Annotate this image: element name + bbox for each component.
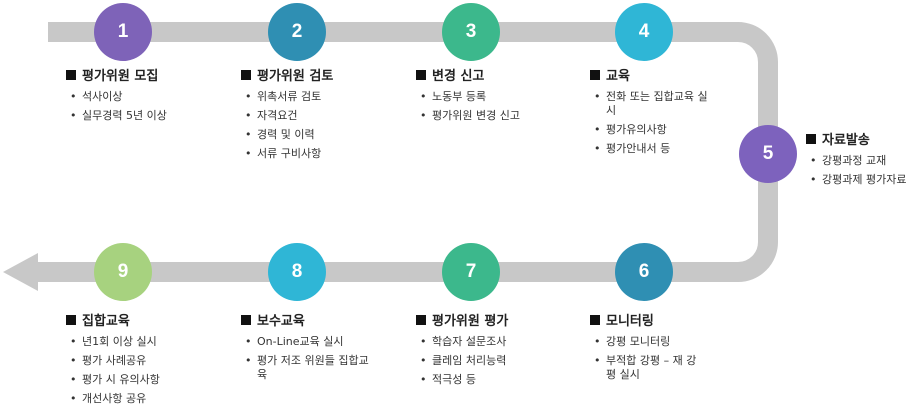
step-3: 3 변경 신고 노동부 등록평가위원 변경 신고 — [416, 0, 588, 150]
step-7-number: 7 — [465, 261, 477, 282]
step-4-list: 전화 또는 집합교육 실시평가유의사항평가안내서 등 — [590, 90, 714, 156]
step-9: 9 집합교육 년1회 이상 실시평가 사례공유평가 시 유의사항개선사항 공유 — [66, 240, 238, 412]
square-bullet-icon — [66, 314, 76, 325]
step-2-title: 평가위원 검토 — [241, 65, 413, 84]
step-6-title: 모니터링 — [590, 310, 762, 329]
step-6-title-text: 모니터링 — [606, 314, 654, 329]
list-item: 평가 저조 위원들 집합교육 — [241, 354, 371, 382]
step-7-title-text: 평가위원 평가 — [432, 314, 509, 329]
step-8-title-text: 보수교육 — [257, 314, 305, 329]
list-item: 년1회 이상 실시 — [66, 335, 196, 349]
step-5: 자료발송 강평과정 교재강평과제 평가자료 — [806, 129, 910, 192]
list-item: 적극성 등 — [416, 373, 556, 387]
step-1-number: 1 — [117, 21, 129, 42]
step-1-title: 평가위원 모집 — [66, 65, 238, 84]
step-3-title-text: 변경 신고 — [432, 69, 485, 84]
step-3-list: 노동부 등록평가위원 변경 신고 — [416, 90, 534, 123]
square-bullet-icon — [416, 314, 426, 325]
step-1-title-text: 평가위원 모집 — [82, 69, 159, 84]
list-item: 실무경력 5년 이상 — [66, 109, 181, 123]
step-7-circle: 7 — [442, 243, 500, 301]
list-item: 서류 구비사항 — [241, 147, 371, 161]
square-bullet-icon — [590, 69, 600, 80]
step-1-list: 석사이상실무경력 5년 이상 — [66, 90, 181, 123]
list-item: 강평과정 교재 — [806, 154, 910, 168]
step-2-circle: 2 — [268, 3, 326, 61]
step-8-title: 보수교육 — [241, 310, 413, 329]
step-4-title: 교육 — [590, 65, 762, 84]
step-7-list: 학습자 설문조사클레임 처리능력적극성 등 — [416, 335, 556, 387]
step-2: 2 평가위원 검토 위촉서류 검토자격요건경력 및 이력서류 구비사항 — [241, 0, 413, 170]
square-bullet-icon — [416, 69, 426, 80]
step-9-number: 9 — [117, 261, 129, 282]
square-bullet-icon — [590, 314, 600, 325]
step-5-number: 5 — [762, 143, 774, 164]
step-5-title: 자료발송 — [806, 129, 910, 148]
step-4-number: 4 — [638, 21, 650, 42]
list-item: 경력 및 이력 — [241, 128, 371, 142]
step-6-number: 6 — [638, 261, 650, 282]
step-6: 6 모니터링 강평 모니터링부적합 강평 – 재 강평 실시 — [590, 240, 762, 410]
list-item: 석사이상 — [66, 90, 181, 104]
square-bullet-icon — [241, 69, 251, 80]
step-4-circle: 4 — [615, 3, 673, 61]
list-item: 평가유의사항 — [590, 123, 714, 137]
step-2-title-text: 평가위원 검토 — [257, 69, 334, 84]
list-item: 위촉서류 검토 — [241, 90, 371, 104]
step-7-title: 평가위원 평가 — [416, 310, 588, 329]
step-2-list: 위촉서류 검토자격요건경력 및 이력서류 구비사항 — [241, 90, 371, 161]
list-item: 개선사항 공유 — [66, 392, 196, 406]
step-3-number: 3 — [465, 21, 477, 42]
list-item: 노동부 등록 — [416, 90, 534, 104]
step-3-title: 변경 신고 — [416, 65, 588, 84]
step-6-circle: 6 — [615, 243, 673, 301]
list-item: 부적합 강평 – 재 강평 실시 — [590, 354, 702, 382]
list-item: 평가안내서 등 — [590, 142, 714, 156]
list-item: 강평 모니터링 — [590, 335, 702, 349]
square-bullet-icon — [806, 133, 816, 144]
step-8-number: 8 — [291, 261, 303, 282]
list-item: On-Line교육 실시 — [241, 335, 371, 349]
step-1-circle: 1 — [94, 3, 152, 61]
list-item: 평가 시 유의사항 — [66, 373, 196, 387]
track-arrowhead — [3, 253, 38, 291]
step-9-title-text: 집합교육 — [82, 314, 130, 329]
step-8: 8 보수교육 On-Line교육 실시평가 저조 위원들 집합교육 — [241, 240, 413, 410]
step-1: 1 평가위원 모집 석사이상실무경력 5년 이상 — [66, 0, 238, 150]
list-item: 자격요건 — [241, 109, 371, 123]
list-item: 강평과제 평가자료 — [806, 173, 910, 187]
square-bullet-icon — [241, 314, 251, 325]
list-item: 학습자 설문조사 — [416, 335, 556, 349]
list-item: 전화 또는 집합교육 실시 — [590, 90, 714, 118]
step-8-list: On-Line교육 실시평가 저조 위원들 집합교육 — [241, 335, 371, 382]
step-8-circle: 8 — [268, 243, 326, 301]
step-3-circle: 3 — [442, 3, 500, 61]
step-9-circle: 9 — [94, 243, 152, 301]
step-5-circle: 5 — [739, 125, 797, 183]
list-item: 평가 사례공유 — [66, 354, 196, 368]
step-4-title-text: 교육 — [606, 69, 630, 84]
list-item: 클레임 처리능력 — [416, 354, 556, 368]
step-7: 7 평가위원 평가 학습자 설문조사클레임 처리능력적극성 등 — [416, 240, 588, 410]
step-6-list: 강평 모니터링부적합 강평 – 재 강평 실시 — [590, 335, 702, 382]
step-4: 4 교육 전화 또는 집합교육 실시평가유의사항평가안내서 등 — [590, 0, 762, 160]
step-9-list: 년1회 이상 실시평가 사례공유평가 시 유의사항개선사항 공유 — [66, 335, 196, 406]
list-item: 평가위원 변경 신고 — [416, 109, 534, 123]
step-5-title-text: 자료발송 — [822, 133, 870, 148]
step-5-list: 강평과정 교재강평과제 평가자료 — [806, 154, 910, 187]
square-bullet-icon — [66, 69, 76, 80]
step-9-title: 집합교육 — [66, 310, 238, 329]
step-2-number: 2 — [291, 21, 303, 42]
